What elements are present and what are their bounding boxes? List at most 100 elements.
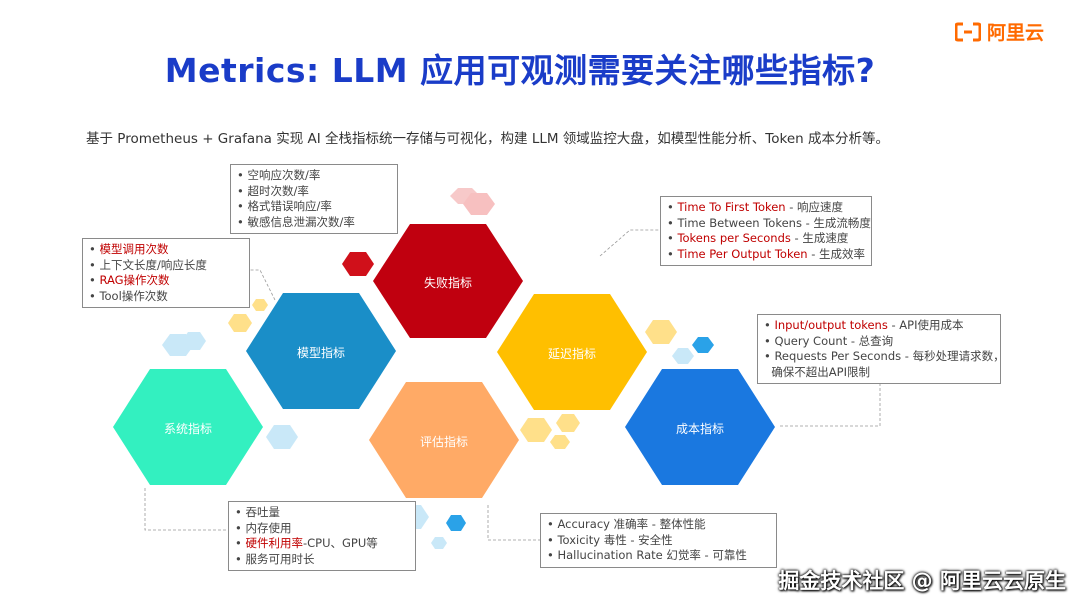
deco-hex (228, 314, 252, 332)
deco-hex (556, 414, 580, 432)
metric-text: - API使用成本 (887, 318, 964, 332)
bullet: • (667, 231, 678, 245)
metric-item: • Time Per Output Token - 生成效率 (667, 247, 865, 263)
metric-item: • Accuracy 准确率 - 整体性能 (547, 517, 770, 533)
metric-item: 确保不超出API限制 (764, 365, 994, 381)
bullet: • (667, 215, 678, 230)
metric-item: • 硬件利用率-CPU、GPU等 (235, 536, 409, 552)
bullet: • (89, 242, 100, 256)
bullet: • (547, 532, 558, 547)
hex-model (246, 293, 396, 409)
metric-item: • 格式错误响应/率 (237, 199, 391, 215)
metric-text: 确保不超出API限制 (771, 364, 871, 379)
deco-hex (342, 252, 374, 276)
metric-item: • 服务可用时长 (235, 552, 409, 568)
hex-latency-label: 延迟指标 (547, 347, 596, 361)
metric-item: • 敏感信息泄漏次数/率 (237, 215, 391, 231)
bullet: • (89, 273, 100, 287)
metric-item: • Tool操作次数 (89, 289, 243, 305)
metric-text: 空响应次数/率 (247, 168, 321, 182)
metric-text: Query Count - 总查询 (774, 333, 894, 348)
connector-system (144, 488, 228, 531)
metric-highlight: Tokens per Seconds (677, 231, 791, 245)
metric-item: • Time To First Token - 响应速度 (667, 200, 865, 216)
bullet: • (235, 520, 246, 535)
metric-highlight: 硬件利用率 (245, 536, 303, 550)
deco-hex (463, 193, 495, 215)
bullet: • (764, 318, 775, 332)
metric-item: • 上下文长度/响应长度 (89, 258, 243, 274)
metric-item: • 内存使用 (235, 521, 409, 537)
decorative-hexagons (162, 188, 714, 549)
bullet: • (89, 257, 100, 272)
metric-highlight: Input/output tokens (774, 318, 888, 332)
metric-highlight: Time Per Output Token (677, 246, 808, 261)
hex-failure (373, 224, 523, 338)
model-metrics-box: • 模型调用次数• 上下文长度/响应长度• RAG操作次数• Tool操作次数 (82, 238, 250, 308)
bullet: • (764, 349, 775, 363)
metric-item: • Time Between Tokens - 生成流畅度 (667, 215, 871, 232)
page-subtitle: 基于 Prometheus + Grafana 实现 AI 全栈指标统一存储与可… (86, 131, 890, 147)
hex-model-label: 模型指标 (296, 346, 345, 360)
deco-hex (431, 537, 447, 549)
cost-metrics-box: • Input/output tokens - API使用成本 • Query C… (757, 314, 1005, 384)
metric-highlight: Time To First Token (677, 200, 786, 214)
metric-item: • RAG操作次数 (89, 273, 243, 289)
metric-text: Toxicity 毒性 - 安全性 (557, 532, 673, 547)
page-title: Metrics: LLM 应用可观测需要关注哪些指标? (164, 51, 876, 90)
metric-text: - 响应速度 (785, 200, 844, 214)
metric-text: Accuracy 准确率 - 整体性能 (557, 517, 706, 531)
deco-hex (182, 332, 206, 350)
metric-text: - 生成效率 (807, 246, 866, 261)
bullet: • (237, 214, 248, 229)
metric-item: • 超时次数/率 (237, 184, 391, 200)
bullet: • (764, 333, 775, 348)
aliyun-logo: 阿里云 (955, 18, 1044, 45)
bullet: • (547, 548, 558, 562)
metric-item: • 模型调用次数 (89, 242, 243, 258)
metric-text: 格式错误响应/率 (247, 199, 332, 213)
metric-text: 超时次数/率 (247, 183, 309, 198)
bullet: • (237, 183, 248, 198)
metric-item: • Query Count - 总查询 (764, 334, 994, 350)
bullet: • (235, 551, 246, 566)
hex-system (113, 369, 263, 485)
metric-text: 上下文长度/响应长度 (99, 257, 207, 272)
metric-text: 服务可用时长 (245, 551, 315, 566)
deco-hex (266, 425, 298, 449)
metric-text: Hallucination Rate 幻觉率 - 可靠性 (557, 548, 747, 562)
metric-item: • Hallucination Rate 幻觉率 - 可靠性 (547, 548, 770, 564)
deco-hex (672, 348, 694, 364)
metric-item: • Requests Per Seconds - 每秒处理请求数， (764, 349, 1005, 365)
metric-text: 敏感信息泄漏次数/率 (247, 214, 355, 229)
metric-text: 内存使用 (245, 520, 292, 535)
watermark: 掘金技术社区 @ 阿里云云原生 (778, 569, 1066, 593)
deco-hex (645, 320, 677, 344)
deco-hex (520, 418, 552, 442)
bullet: • (235, 536, 246, 550)
connector-eval (487, 505, 540, 541)
bullet: • (235, 505, 246, 519)
connector-model (250, 269, 276, 301)
deco-hex (446, 515, 466, 531)
aliyun-logo-icon (955, 22, 981, 41)
failure-metrics-box: • 空响应次数/率• 超时次数/率• 格式错误响应/率• 敏感信息泄漏次数/率 (230, 164, 398, 234)
hex-failure-label: 失败指标 (423, 276, 472, 290)
logo-text: 阿里云 (987, 22, 1045, 44)
metric-highlight: 模型调用次数 (99, 242, 169, 256)
metric-item: • Toxicity 毒性 - 安全性 (547, 533, 770, 549)
bullet: • (89, 288, 100, 303)
metric-text: 吞吐量 (245, 505, 280, 519)
metric-text: -CPU、GPU等 (302, 536, 378, 550)
metric-text: Requests Per Seconds - 每秒处理请求数， (774, 349, 1005, 363)
bullet: • (237, 168, 248, 182)
metric-item: • 空响应次数/率 (237, 168, 391, 184)
hex-cost-label: 成本指标 (675, 422, 724, 436)
metric-text: Time Between Tokens - 生成流畅度 (677, 215, 871, 230)
deco-hex (252, 299, 268, 311)
deco-hex (692, 337, 714, 353)
latency-metrics-box: • Time To First Token - 响应速度• Time Betwe… (660, 196, 872, 266)
deco-hex (550, 435, 570, 449)
system-metrics-box: • 吞吐量• 内存使用• 硬件利用率-CPU、GPU等• 服务可用时长 (228, 501, 416, 571)
